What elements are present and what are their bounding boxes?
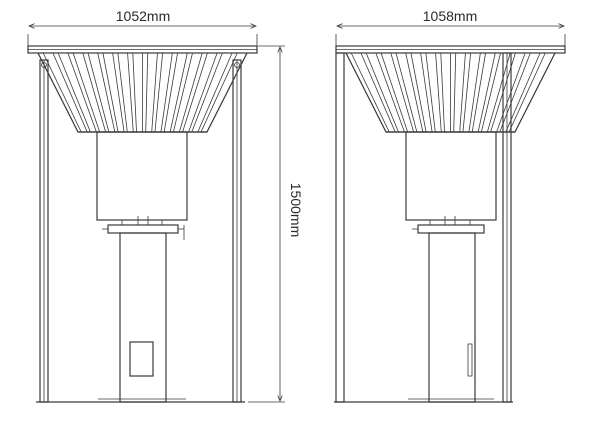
louver-slat (197, 52, 233, 133)
louver-slat (350, 52, 390, 133)
louver-slat (42, 52, 82, 133)
louver-slat (390, 52, 415, 133)
louver-slat (453, 52, 457, 133)
louver-slat (420, 52, 433, 133)
louver-slat (182, 52, 208, 133)
front-pedestal (119, 232, 167, 403)
louver-slat (82, 52, 107, 133)
louver-slat (67, 52, 97, 133)
louver-slat (395, 52, 418, 133)
louver-slat (462, 52, 472, 133)
side-access-handle (467, 343, 473, 377)
louver-slat (188, 52, 218, 133)
louver-slat (52, 52, 88, 133)
louver-slat (360, 52, 396, 133)
height-label: 1500mm (288, 183, 304, 237)
louver-slat (102, 52, 119, 133)
louver-slat (459, 52, 466, 133)
side-posts (335, 52, 512, 403)
louver-slat (345, 52, 387, 133)
side-width-label: 1058mm (423, 8, 477, 24)
side-center-housing (405, 131, 497, 221)
side-width-dimension: 1058mm (335, 8, 566, 46)
louver-slat (160, 52, 173, 133)
side-bracket (412, 216, 485, 234)
louver-slat (468, 52, 481, 133)
front-width-label: 1052mm (116, 8, 170, 24)
side-pedestal (428, 232, 476, 403)
louver-slat (87, 52, 110, 133)
louver-slat (508, 52, 546, 133)
front-width-dimension: 1052mm (27, 8, 258, 46)
louver-slat (151, 52, 158, 133)
louver-slat (206, 52, 248, 133)
louver-slat (97, 52, 116, 133)
louver-slat (380, 52, 409, 133)
louver-slat (499, 52, 531, 133)
louver-slat (480, 52, 501, 133)
louver-slat (72, 52, 101, 133)
side-left-post (335, 52, 345, 403)
front-louvered-head (37, 52, 248, 133)
louver-slat (471, 52, 486, 133)
louver-slat (37, 52, 79, 133)
louver-slat (440, 52, 445, 133)
louver-slat (200, 52, 238, 133)
louver-slat (154, 52, 164, 133)
front-top-plate (27, 45, 258, 54)
louver-slat (127, 52, 134, 133)
louver-slat (486, 52, 511, 133)
front-center-housing (96, 131, 188, 221)
height-dimension: 1500mm (248, 45, 304, 403)
louver-slat (169, 52, 188, 133)
louver-slat (117, 52, 128, 133)
louver-slat (435, 52, 442, 133)
front-view: 1052mm (27, 8, 258, 403)
louver-slat (477, 52, 496, 133)
side-louvered-head (345, 52, 556, 133)
louver-slat (514, 52, 556, 133)
louver-slat (172, 52, 193, 133)
louver-slat (425, 52, 436, 133)
front-access-panel (129, 341, 154, 377)
louver-slat (405, 52, 424, 133)
side-view: 1058mm (334, 8, 566, 403)
louver-slat (191, 52, 223, 133)
side-top-plate (335, 45, 566, 54)
louver-slat (375, 52, 405, 133)
louver-slat (132, 52, 137, 133)
louver-slat (112, 52, 125, 133)
louver-slat (410, 52, 427, 133)
louver-slat (365, 52, 399, 133)
louver-slat (57, 52, 91, 133)
louver-slat (178, 52, 203, 133)
louver-slat (145, 52, 149, 133)
louver-slat (163, 52, 178, 133)
